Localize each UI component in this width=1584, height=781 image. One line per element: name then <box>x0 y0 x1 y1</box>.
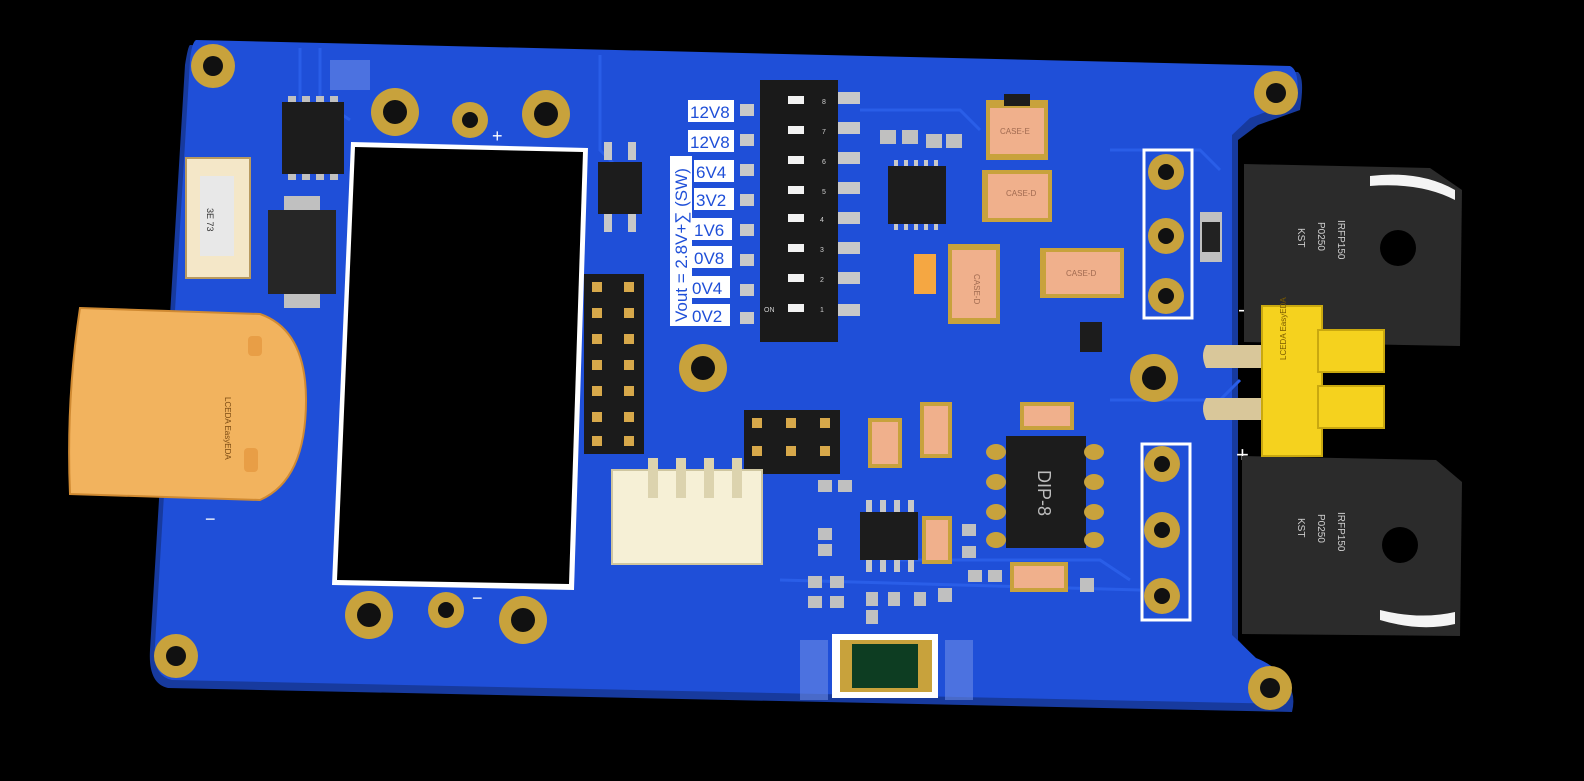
voltage-label-5: 1V6 <box>694 221 724 240</box>
dip8-label: DIP-8 <box>1034 470 1054 516</box>
jst-connector <box>611 458 763 565</box>
dip-pos-7: 7 <box>822 129 826 136</box>
dip-pos-5: 5 <box>822 189 826 196</box>
dip-pos-4: 4 <box>820 217 824 224</box>
mosfet-top-line-1: IRFP150 <box>1335 220 1346 260</box>
fuse-holder: 3E 73 <box>185 157 251 279</box>
voltage-label-8: 0V2 <box>692 307 722 326</box>
case-mid: CASE-D <box>972 274 981 304</box>
shunt-resistor <box>832 634 938 698</box>
xt60-connector-left: LCEDA EasyEDA <box>68 306 308 502</box>
xt30-logo: LCEDA EasyEDA <box>1279 297 1288 360</box>
minus-left-silk: − <box>205 509 216 529</box>
mosfet-bottom-line-3: KST <box>1295 518 1306 537</box>
voltage-label-6: 0V8 <box>694 249 724 268</box>
pin-header-short <box>744 410 840 474</box>
display-module <box>332 142 588 590</box>
module-pads <box>345 88 1178 644</box>
minus-bottom-silk: − <box>472 588 483 608</box>
voltage-label-2: 12V8 <box>690 133 730 152</box>
tantalum-caps: CASE-E CASE-D CASE-D CASE-D <box>914 94 1124 324</box>
fuse-label: 3E 73 <box>205 208 215 232</box>
dip-pos-1: 1 <box>820 307 824 314</box>
terminal-pads-bottom <box>1140 442 1192 622</box>
vout-formula: Vout = 2.8V+∑ (SW) <box>672 168 691 322</box>
dip-pos-3: 3 <box>820 247 824 254</box>
mosfet-top-line-2: P0250 <box>1315 222 1326 251</box>
xt30-connector-right: LCEDA EasyEDA <box>1203 297 1385 457</box>
mosfet-bottom-line-1: IRFP150 <box>1335 512 1346 552</box>
ic-top-left <box>282 96 344 180</box>
voltage-label-4: 3V2 <box>696 191 726 210</box>
pin-header-vertical <box>584 274 644 454</box>
mosfet-bottom: IRFP150 P0250 KST <box>1242 456 1462 636</box>
xt60-left-logo: LCEDA EasyEDA <box>223 397 232 460</box>
voltage-label-1: 12V8 <box>690 103 730 122</box>
case-top-1: CASE-E <box>1000 127 1030 136</box>
voltage-labels: 12V8 12V8 6V4 3V2 1V6 0V8 0V4 0V2 Vout =… <box>670 100 734 326</box>
case-right: CASE-D <box>1066 269 1096 278</box>
terminal-pads-top <box>1142 148 1194 320</box>
dip-pos-6: 6 <box>822 159 826 166</box>
voltage-label-7: 0V4 <box>692 279 722 298</box>
dip-pos-8: 8 <box>822 99 826 106</box>
misc-small-pads <box>808 130 1102 624</box>
plus-top-silk: + <box>492 126 503 146</box>
mounting-holes <box>154 44 1298 710</box>
case-top-2: CASE-D <box>1006 189 1036 198</box>
sot-ic <box>598 142 642 232</box>
inductor <box>268 196 336 308</box>
mosfet-bottom-line-2: P0250 <box>1315 514 1326 543</box>
dip8-ic: DIP-8 <box>986 436 1104 548</box>
dip-on-label: ON <box>764 307 775 314</box>
dip-switch: 8 7 6 5 4 3 2 1 ON <box>740 80 860 342</box>
mosfet-top: IRFP150 P0250 KST <box>1244 164 1462 346</box>
voltage-label-3: 6V4 <box>696 163 726 182</box>
dip-pos-2: 2 <box>820 277 824 284</box>
soic8-ic <box>860 500 918 572</box>
mosfet-top-line-3: KST <box>1295 228 1306 247</box>
smd-passives <box>868 212 1222 592</box>
qfn-ic <box>888 160 946 230</box>
